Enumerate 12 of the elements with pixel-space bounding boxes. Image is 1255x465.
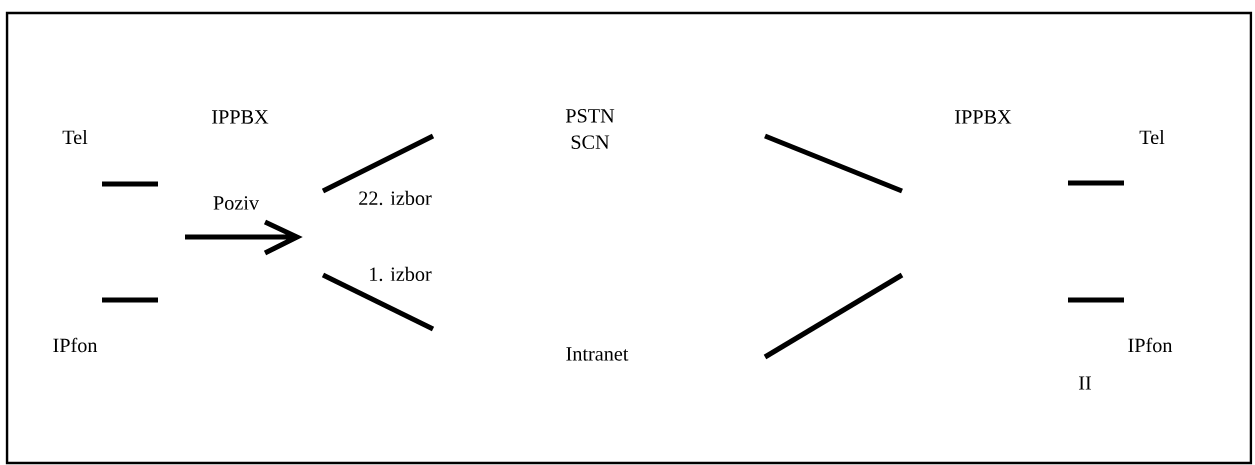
text-label: Intranet [566, 347, 629, 361]
text-label: PSTN SCN [565, 109, 615, 149]
text-label: IPfon [1128, 337, 1173, 353]
text-label: Tel [1139, 129, 1165, 145]
text-label: 22. izbor [359, 190, 432, 206]
text-label: IPfon [53, 337, 98, 353]
text-label: II [1079, 376, 1091, 390]
text-label: Poziv [213, 196, 260, 210]
text-label: 1. izbor [370, 266, 432, 282]
text-label: IPPBX [212, 110, 269, 124]
text-label: Tel [62, 129, 88, 145]
text-label: IPPBX [955, 110, 1012, 124]
